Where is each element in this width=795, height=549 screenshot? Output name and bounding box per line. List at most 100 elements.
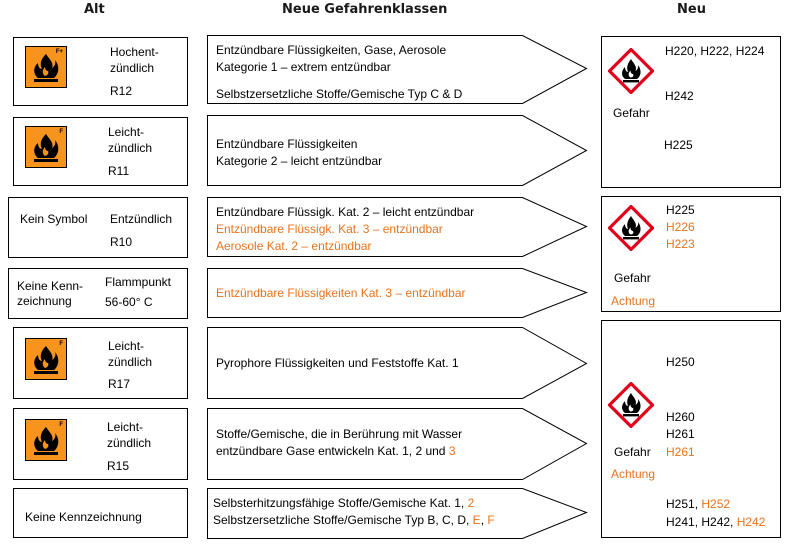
alt-r-phrase: R12 [110, 84, 133, 98]
text-segment-orange: H226 [666, 220, 695, 234]
text-segment: , [480, 513, 488, 527]
arrow-shape [207, 488, 588, 539]
alt-row-3: Kein Symbol Entzündlich R10 [8, 197, 188, 258]
text-segment-orange: H242 [736, 515, 766, 529]
klassen-line: Entzündbare Flüssigkeiten [216, 136, 357, 152]
text-segment: H242 [665, 89, 694, 103]
alt-row-6: F Leicht- zündlich R15 [13, 408, 188, 480]
signal-word-secondary: Achtung [611, 294, 656, 308]
h-codes: H225 [664, 137, 693, 153]
ghs-flame-icon [608, 205, 654, 251]
text-segment-orange: 2 [467, 496, 475, 510]
h-codes: H241, H242, H242 [666, 514, 765, 530]
text-segment: Selbstzersetzliche Stoffe/Gemische Typ C… [216, 87, 463, 101]
h-codes: H261 [666, 444, 695, 460]
neu-box-1: Gefahr H220, H222, H224 H242 H225 [601, 36, 781, 188]
text-segment-orange: H223 [666, 237, 695, 251]
klassen-line: entzündbare Gase entwickeln Kat. 1, 2 un… [216, 443, 456, 459]
symbol-letter: F [59, 422, 63, 428]
alt-text: Keine Kennzeichnung [25, 510, 142, 524]
h-codes: H251, H252 [666, 496, 730, 512]
header-alt: Alt [84, 2, 105, 17]
h-codes: H225 [666, 202, 695, 218]
alt-row-7: Keine Kennzeichnung [13, 488, 188, 538]
symbol-letter: F [59, 129, 63, 135]
text-segment: H225 [666, 203, 695, 217]
klassen-line: Entzündbare Flüssigk. Kat. 3 – entzündba… [216, 221, 443, 237]
klassen-line: Aerosole Kat. 2 – entzündbar [216, 238, 371, 254]
signal-word: Gefahr [613, 106, 650, 120]
text-segment: H220, H222, H224 [665, 44, 765, 58]
alt-row-5: F Leicht- zündlich R17 [13, 327, 188, 399]
alt-text: Flammpunkt [105, 275, 172, 289]
text-segment: H241, H242, [666, 515, 737, 529]
arrow-shape [207, 35, 588, 104]
flame-symbol-icon: F [25, 419, 67, 461]
signal-word: Gefahr [614, 445, 651, 459]
ghs-flame-icon [608, 48, 654, 94]
flame-symbol-icon: F [25, 126, 67, 168]
text-segment: Entzündbare Flüssigkeiten, Gase, Aerosol… [216, 43, 447, 57]
text-segment: Entzündbare Flüssigkeiten [216, 137, 358, 151]
alt-r-phrase: R15 [107, 459, 130, 473]
text-segment: Selbstzersetzliche Stoffe/Gemische Typ B… [213, 513, 473, 527]
text-segment: H260 [666, 410, 695, 424]
klassen-line: Stoffe/Gemische, die in Berührung mit Wa… [216, 426, 462, 442]
alt-row-4: Keine Kenn- zeichnung Flammpunkt 56-60° … [8, 268, 188, 319]
h-codes: H250 [666, 354, 695, 370]
text-segment-orange: Entzündbare Flüssigk. Kat. 3 – entzündba… [216, 222, 443, 236]
klassen-line: Entzündbare Flüssigk. Kat. 2 – leicht en… [216, 204, 474, 220]
arrow-shape [207, 268, 588, 318]
alt-text: Leicht- [107, 420, 144, 434]
arrow-shape [207, 327, 588, 399]
alt-row-2: F Leicht- zündlich R11 [13, 117, 188, 186]
neu-box-2: Gefahr Achtung H225 H226 H223 [601, 196, 781, 312]
klassen-line: Entzündbare Flüssigkeiten Kat. 3 – entzü… [216, 285, 466, 301]
arrow-shape [207, 197, 588, 257]
alt-text: zündlich [108, 141, 153, 155]
text-segment-orange: H261 [666, 445, 695, 459]
alt-text: zündlich [108, 355, 153, 369]
klassen-line: Pyrophore Flüssigkeiten und Feststoffe K… [216, 355, 459, 371]
alt-text: Entzündlich [110, 212, 173, 226]
symbol-letter: F [59, 341, 63, 347]
alt-r-phrase: R17 [108, 377, 131, 391]
alt-text: 56-60° C [105, 295, 153, 309]
klassen-line: Selbstzersetzliche Stoffe/Gemische Typ C… [216, 86, 462, 102]
alt-row-1: F+ Hochent- zündlich R12 [13, 37, 188, 106]
h-codes: H261 [666, 426, 695, 442]
header-neue-gefahrenklassen: Neue Gefahrenklassen [282, 2, 448, 17]
alt-text: zeichnung [17, 294, 72, 308]
h-codes: H226 [666, 219, 695, 235]
alt-text: Keine Kenn- [17, 279, 84, 293]
alt-text: Kein Symbol [20, 212, 88, 226]
klassen-line: Kategorie 2 – leicht entzündbar [216, 153, 382, 169]
text-segment-orange: Entzündbare Flüssigkeiten Kat. 3 – entzü… [216, 286, 466, 300]
text-segment: H250 [666, 355, 695, 369]
symbol-letter: F+ [55, 49, 63, 55]
text-segment-orange: 3 [448, 444, 456, 458]
h-codes: H220, H222, H224 [665, 43, 764, 59]
neu-box-3: Gefahr Achtung H250 H260 H261 H261 H251,… [601, 320, 781, 538]
flame-symbol-icon: F+ [25, 46, 67, 88]
text-segment-orange: F [487, 513, 495, 527]
h-codes: H260 [666, 409, 695, 425]
text-segment: Kategorie 2 – leicht entzündbar [216, 154, 383, 168]
text-segment: Kategorie 1 – extrem entzündbar [216, 60, 391, 74]
text-segment: Selbsterhitzungsfähige Stoffe/Gemische K… [213, 496, 468, 510]
alt-text: zündlich [110, 61, 155, 75]
klassen-line: Selbstzersetzliche Stoffe/Gemische Typ B… [213, 512, 495, 528]
h-codes: H223 [666, 236, 695, 252]
text-segment: Entzündbare Flüssigk. Kat. 2 – leicht en… [216, 205, 475, 219]
text-segment: H251, [666, 497, 702, 511]
text-segment: H261 [666, 427, 695, 441]
text-segment-orange: Aerosole Kat. 2 – entzündbar [216, 239, 372, 253]
text-segment: Pyrophore Flüssigkeiten und Feststoffe K… [216, 356, 459, 370]
flame-symbol-icon: F [25, 338, 67, 380]
klassen-line: Kategorie 1 – extrem entzündbar [216, 59, 391, 75]
arrow-shape [207, 408, 588, 480]
alt-r-phrase: R10 [110, 235, 133, 249]
alt-text: Leicht- [108, 339, 145, 353]
signal-word-secondary: Achtung [611, 467, 656, 481]
